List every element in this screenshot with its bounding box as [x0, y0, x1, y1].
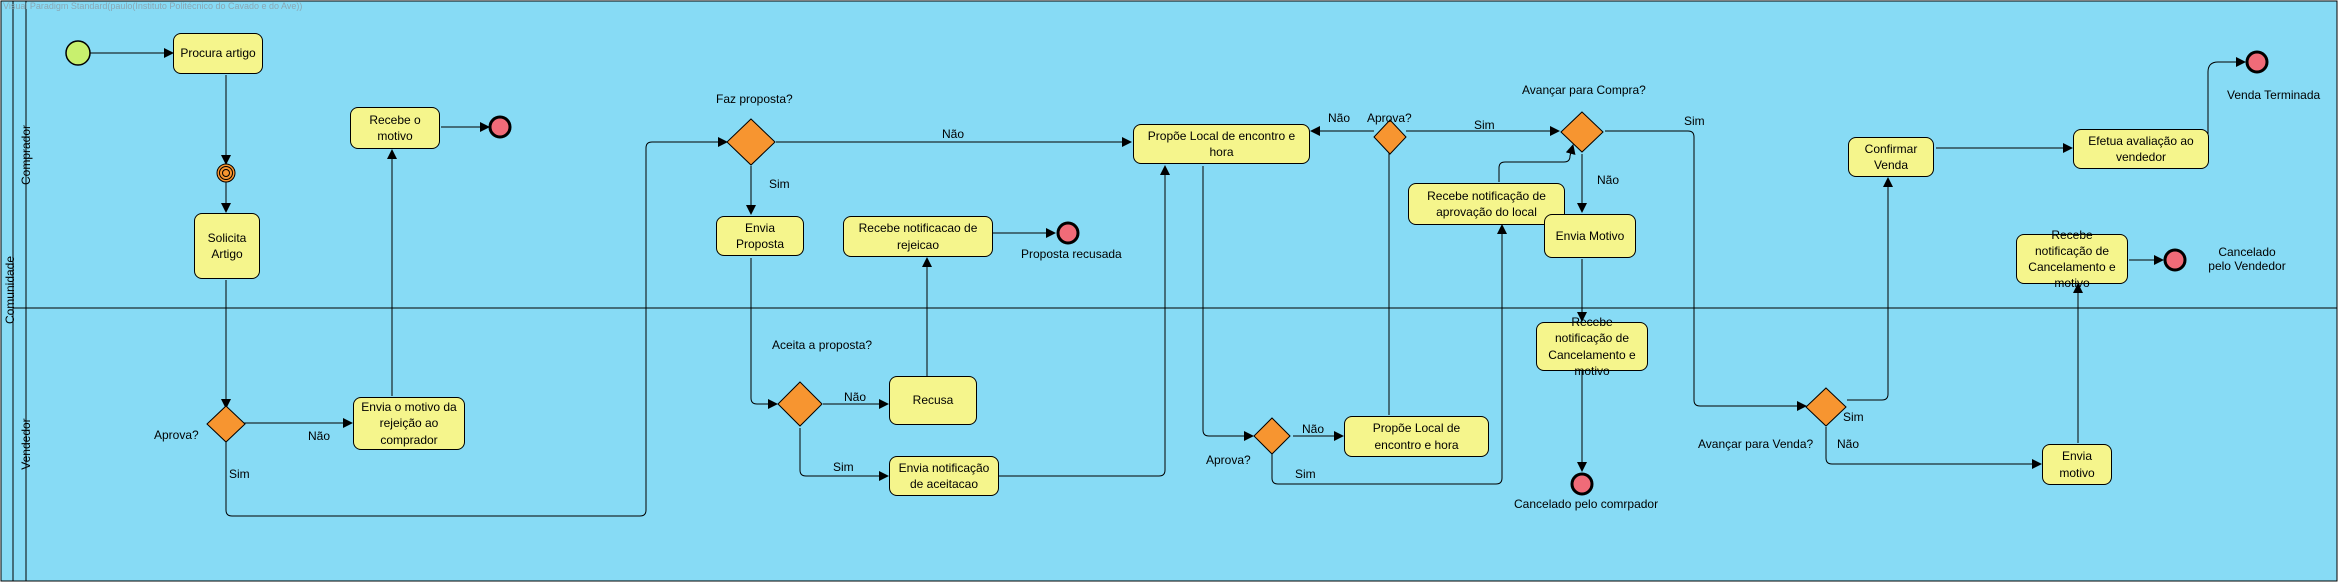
task-recebe-notif-rejeicao[interactable]: Recebe notificacao de rejeicao — [843, 216, 993, 257]
flow-label-sim-aprova-2: Sim — [1474, 118, 1495, 132]
flow-aceitacao-propoe — [999, 165, 1170, 477]
flow-label-sim-avancar-compra: Sim — [1684, 114, 1705, 128]
gateway-label-avancar-compra: Avançar para Compra? — [1522, 83, 1646, 97]
flow-avancar-venda-nao — [1825, 427, 2042, 469]
flow-label-nao-aceita: Não — [844, 390, 867, 404]
gateway-label-aceita-proposta: Aceita a proposta? — [772, 338, 873, 352]
lane-title-vendedor: Vendedor — [19, 418, 33, 470]
task-envia-motivo[interactable]: Envia Motivo — [1544, 214, 1636, 258]
flow-label-sim-avancar-venda: Sim — [1843, 410, 1864, 424]
end-event-rejeicao-motivo[interactable] — [488, 115, 512, 139]
gateway-aprova-3[interactable] — [1253, 417, 1291, 455]
task-efetua-avaliacao[interactable]: Efetua avaliação ao vendedor — [2073, 129, 2209, 169]
flow-propoe-aprova — [1202, 166, 1254, 441]
flow-label-nao-proposta: Não — [942, 127, 965, 141]
flow-label-sim-aceita: Sim — [833, 460, 854, 474]
flow-aprovacao-avancar — [1498, 144, 1576, 182]
flow-label-nao-avancar-compra: Não — [1597, 173, 1620, 187]
watermark: Visual Paradigm Standard(paulo(Instituto… — [3, 1, 303, 11]
task-recebe-motivo[interactable]: Recebe o motivo — [350, 107, 440, 149]
task-envia-motivo-rejeicao[interactable]: Envia o motivo da rejeição ao comprador — [353, 397, 465, 450]
flow-label-nao-aprova-2: Não — [1328, 111, 1351, 125]
gateway-avancar-compra[interactable] — [1560, 111, 1604, 153]
gateway-aceita-proposta[interactable] — [777, 381, 823, 427]
task-envia-motivo-vendedor[interactable]: Envia motivo — [2042, 444, 2112, 485]
flow-avancar-venda-sim — [1847, 177, 1893, 401]
gateway-faz-proposta[interactable] — [726, 118, 776, 166]
flow-envia-aceita — [750, 258, 778, 409]
flow-label-sim-aprova-1: Sim — [229, 467, 250, 481]
end-event-cancelado-vendedor[interactable] — [2163, 248, 2187, 272]
end-event-cancelado-comprador[interactable] — [1570, 472, 1594, 496]
task-recebe-notif-aprovacao-local[interactable]: Recebe notificação de aprovação do local — [1408, 183, 1565, 225]
task-propoe-local-comprador[interactable]: Propõe Local de encontro e hora — [1133, 124, 1310, 164]
task-procura-artigo[interactable]: Procura artigo — [173, 33, 263, 74]
end-label-proposta-recusada: Proposta recusada — [1021, 247, 1122, 261]
task-envia-proposta[interactable]: Envia Proposta — [716, 216, 804, 256]
pool-title: Comunidade — [3, 255, 17, 325]
gateway-label-aprova-2: Aprova? — [1367, 111, 1412, 125]
flow-aprova-sim — [225, 137, 728, 517]
end-event-venda-terminada[interactable] — [2245, 50, 2269, 74]
intermediate-event[interactable] — [216, 163, 236, 183]
flow-aprova3-sim — [1271, 224, 1507, 485]
task-envia-notif-aceitacao[interactable]: Envia notificação de aceitacao — [889, 456, 999, 496]
end-label-cancelado-comprador: Cancelado pelo comrpador — [1514, 497, 1659, 511]
gateway-aprova-1[interactable] — [206, 405, 246, 443]
flow-avaliacao-end — [2207, 57, 2246, 154]
task-recusa[interactable]: Recusa — [889, 376, 977, 425]
flow-label-sim-aprova-3: Sim — [1295, 467, 1316, 481]
lane-title-comprador: Comprador — [19, 124, 33, 186]
end-label-venda-terminada: Venda Terminada — [2227, 88, 2321, 102]
flow-aceita-sim — [799, 428, 889, 481]
task-propoe-local-vendedor[interactable]: Propõe Local de encontro e hora — [1344, 416, 1489, 457]
task-confirmar-venda[interactable]: Confirmar Venda — [1848, 137, 1934, 177]
flow-label-nao-avancar-venda: Não — [1837, 437, 1860, 451]
gateway-avancar-venda[interactable] — [1805, 387, 1847, 427]
flow-label-sim-proposta: Sim — [769, 177, 790, 191]
start-event[interactable] — [65, 40, 91, 66]
task-recebe-notif-cancelamento-comprador[interactable]: Recebe notificação de Cancelamento e mot… — [2016, 228, 2128, 290]
gateway-aprova-2[interactable] — [1373, 119, 1407, 155]
gateway-label-avancar-venda: Avançar para Venda? — [1698, 437, 1814, 451]
task-recebe-notif-cancelamento-vendedor[interactable]: Recebe notificação de Cancelamento e mot… — [1536, 315, 1648, 378]
flow-label-nao-aprova-1: Não — [308, 429, 331, 443]
task-solicita-artigo[interactable]: Solicita Artigo — [194, 213, 260, 279]
end-label-cancelado-vendedor: Cancelado pelo Vendedor — [2208, 245, 2286, 273]
gateway-label-aprova-1: Aprova? — [154, 428, 199, 442]
flow-avancar-compra-sim — [1605, 130, 1807, 411]
gateway-label-faz-proposta: Faz proposta? — [716, 92, 793, 106]
gateway-label-aprova-3: Aprova? — [1206, 453, 1251, 467]
end-event-proposta-recusada[interactable] — [1056, 221, 1080, 245]
flow-label-nao-aprova-3: Não — [1302, 422, 1325, 436]
